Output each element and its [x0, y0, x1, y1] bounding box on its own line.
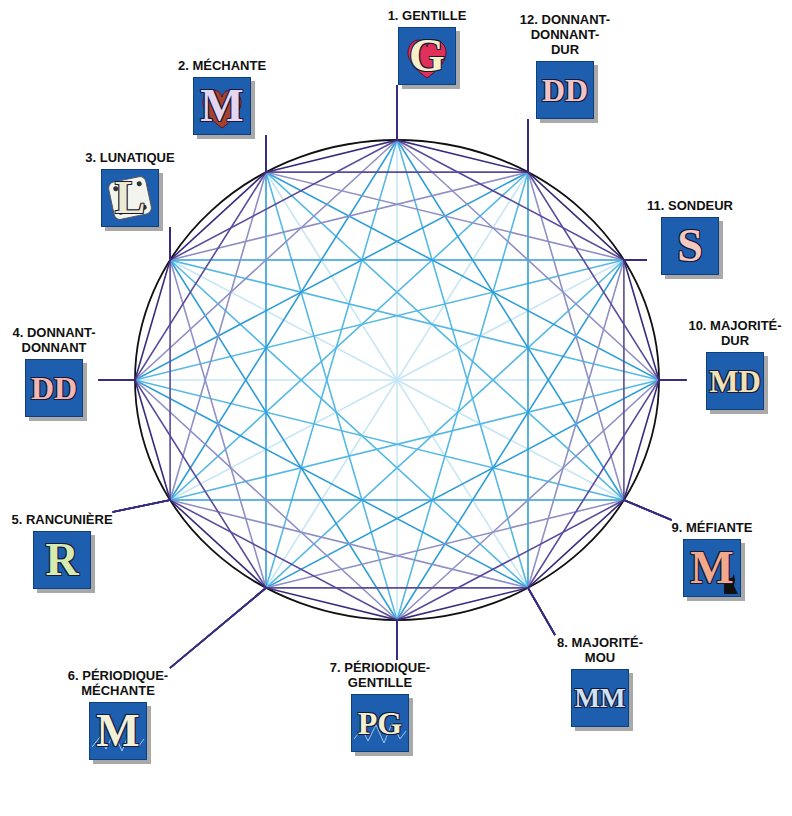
- strategy-label: 3. LUNATIQUE: [85, 150, 174, 165]
- strategy-link: [528, 500, 672, 635]
- icon-letter: PG: [358, 707, 402, 739]
- icon-letter: M: [690, 545, 733, 591]
- icon-letter: DD: [31, 372, 77, 404]
- strategy-node: 5. RANCUNIÈRE R: [11, 512, 112, 589]
- strategy-icon: R: [33, 531, 91, 589]
- icon-letter: MM: [575, 685, 626, 712]
- edge-group: [98, 85, 687, 668]
- strategy-link: [170, 227, 686, 380]
- strategy-label: 11. SONDEUR: [647, 198, 733, 213]
- strategy-icon: DD: [25, 359, 83, 417]
- strategy-label: 2. MÉCHANTE: [178, 58, 266, 73]
- strategy-label: 8. MAJORITÉ- MOU: [555, 635, 645, 665]
- icon-letter: S: [677, 223, 703, 269]
- strategy-link: [170, 135, 266, 260]
- strategy-link: [170, 260, 647, 668]
- strategy-node: 6. PÉRIODIQUE- MÉCHANTE M: [66, 668, 170, 760]
- strategy-label: 6. PÉRIODIQUE- MÉCHANTE: [66, 668, 170, 698]
- strategy-link: [397, 85, 555, 635]
- strategy-label: 12. DONNANT- DONNANT- DUR: [518, 12, 613, 57]
- strategy-link: [397, 85, 687, 380]
- icon-letter: M: [200, 83, 243, 129]
- strategy-link: [170, 227, 555, 635]
- strategy-node: 12. DONNANT- DONNANT- DUR DD: [518, 12, 613, 119]
- strategy-link: [266, 85, 397, 172]
- icon-letter: G: [409, 33, 445, 79]
- strategy-link: [170, 588, 397, 668]
- strategy-label: 10. MAJORITÉ- DUR: [687, 318, 784, 348]
- strategy-node: 8. MAJORITÉ- MOU MM: [555, 635, 645, 727]
- strategy-link: [397, 85, 672, 520]
- strategy-label: 9. MÉFIANTE: [672, 520, 753, 535]
- strategy-icon: S: [661, 217, 719, 275]
- strategy-link: [98, 379, 687, 381]
- icon-letter: M: [96, 708, 139, 754]
- strategy-link: [266, 135, 397, 660]
- strategy-node: 10. MAJORITÉ- DUR MD: [687, 318, 784, 410]
- strategy-node: 1. GENTILLE G: [388, 8, 467, 85]
- icon-letter: DD: [542, 74, 588, 106]
- icon-letter: R: [45, 537, 78, 583]
- strategy-link: [528, 119, 555, 635]
- strategy-link: [170, 135, 266, 668]
- strategy-link: [396, 85, 398, 660]
- strategy-label: 4. DONNANT- DONNANT: [10, 325, 98, 355]
- strategy-link: [113, 500, 672, 520]
- strategy-icon: MM: [571, 669, 629, 727]
- strategy-label: 5. RANCUNIÈRE: [11, 512, 112, 527]
- strategy-link: [528, 119, 647, 260]
- strategy-link: [98, 135, 266, 380]
- strategy-link: [98, 227, 170, 380]
- strategy-icon: DD: [536, 61, 594, 119]
- strategy-link: [98, 380, 397, 660]
- strategy-icon: M: [89, 702, 147, 760]
- strategy-label: 1. GENTILLE: [388, 8, 467, 23]
- strategy-icon: G: [398, 27, 456, 85]
- strategy-icon: MD: [706, 352, 764, 410]
- strategy-link: [170, 588, 555, 668]
- strategy-node: 9. MÉFIANTE M: [672, 520, 753, 597]
- strategy-node: 7. PÉRIODIQUE- GENTILLE PG: [328, 660, 432, 752]
- strategy-link: [397, 588, 555, 660]
- strategy-link: [397, 85, 528, 172]
- strategy-link: [624, 380, 687, 520]
- strategy-link: [528, 260, 647, 635]
- strategy-icon: L: [101, 169, 159, 227]
- strategy-node: 4. DONNANT- DONNANT DD: [10, 325, 98, 417]
- strategy-link: [113, 500, 555, 635]
- strategy-link: [113, 260, 647, 512]
- strategy-icon: PG: [351, 694, 409, 752]
- strategy-link: [170, 500, 672, 668]
- icon-letter: L: [115, 175, 146, 221]
- strategy-link: [98, 380, 266, 668]
- strategy-link: [98, 260, 647, 380]
- strategy-link: [170, 227, 266, 668]
- strategy-link: [528, 380, 687, 635]
- strategy-node: 2. MÉCHANTE M: [178, 58, 266, 135]
- strategy-link: [624, 260, 687, 380]
- strategy-link: [624, 260, 672, 520]
- strategy-link: [98, 380, 170, 512]
- strategy-link: [397, 380, 687, 660]
- strategy-icon: M: [683, 539, 741, 597]
- strategy-node: 11. SONDEUR S: [647, 198, 733, 275]
- strategy-link: [113, 500, 266, 668]
- strategy-link: [98, 380, 555, 635]
- strategy-link: [113, 500, 397, 660]
- strategy-link: [528, 119, 672, 520]
- icon-letter: MD: [709, 366, 761, 397]
- strategy-icon: M: [193, 77, 251, 135]
- strategy-node: 3. LUNATIQUE L: [85, 150, 174, 227]
- strategy-label: 7. PÉRIODIQUE- GENTILLE: [328, 660, 432, 690]
